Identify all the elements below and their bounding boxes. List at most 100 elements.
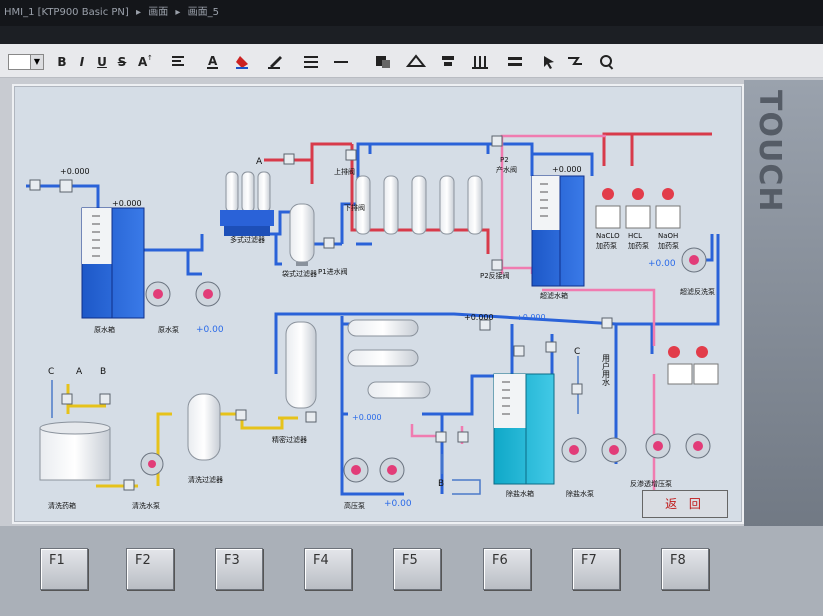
svg-text:↑: ↑ xyxy=(147,54,153,62)
precision-filter xyxy=(285,321,317,409)
flow-value: +0.000 xyxy=(516,313,546,322)
return-button[interactable]: 返 回 xyxy=(642,490,728,518)
line-color-icon[interactable] xyxy=(268,56,282,69)
uf-tank-label: 超滤水箱 xyxy=(540,291,568,300)
valve[interactable] xyxy=(29,135,613,491)
window-titlebar: HMI_1 [KTP900 Basic PN] ▸ 画面 ▸ 画面_5 xyxy=(0,0,823,26)
font-color-icon[interactable]: A xyxy=(207,54,218,69)
svg-text:A: A xyxy=(208,54,218,68)
cleaning-filter xyxy=(187,393,221,461)
level-value: +0.000 xyxy=(552,165,582,174)
pressure-value: +0.00 xyxy=(196,325,224,335)
f6-key[interactable]: F6 xyxy=(483,548,531,590)
demin-pump-label: 除盐水泵 xyxy=(566,489,594,498)
naoh-pump-label: 加药泵 xyxy=(658,241,679,250)
p2-label: P2 xyxy=(500,156,509,164)
layer-order-icon[interactable] xyxy=(376,56,390,68)
breadcrumb-current-screen[interactable]: 画面_5 xyxy=(187,7,219,18)
italic-button[interactable]: I xyxy=(79,55,85,69)
cleaning-filter-label: 清洗过滤器 xyxy=(188,475,223,484)
cleaning-pump-label: 清洗水泵 xyxy=(132,501,160,510)
flow-value: +0.000 xyxy=(464,313,494,322)
pressure-value: +0.00 xyxy=(648,259,676,269)
raw-water-tank-label: 原水箱 xyxy=(94,325,115,334)
fill-color-icon[interactable] xyxy=(236,56,248,69)
cleaning-tank-label: 清洗药箱 xyxy=(48,501,76,510)
font-size-up-icon[interactable]: A↑ xyxy=(138,54,153,69)
bag-filter xyxy=(289,203,315,266)
device-name: HMI_1 [KTP900 Basic PN] xyxy=(4,7,129,18)
naclo-pump-label: 加药泵 xyxy=(596,241,617,250)
inlet-a-label: A xyxy=(256,157,263,167)
multi-media-filter xyxy=(220,171,274,236)
pump[interactable] xyxy=(140,247,711,483)
strikethrough-button[interactable]: S xyxy=(117,55,127,69)
pipe-thin xyxy=(51,356,579,495)
rotate-icon[interactable] xyxy=(405,54,427,67)
lower-drain-valve-label: 下排阀 xyxy=(344,203,365,212)
toolbar-icons: A↑ A xyxy=(138,54,614,70)
ro-membranes xyxy=(347,319,431,399)
bezel-right-strip xyxy=(744,80,823,550)
f7-key[interactable]: F7 xyxy=(572,548,620,590)
uf-backwash-pump-label: 超滤反洗泵 xyxy=(680,287,715,296)
bold-button[interactable]: B xyxy=(57,55,67,69)
ro-booster-pump-label: 反渗透增压泵 xyxy=(630,479,672,488)
line-a-label: A xyxy=(76,367,83,377)
format-toolbar: ▼ B I U S A↑ A xyxy=(0,44,823,78)
bag-filter-label: 袋式过滤器 xyxy=(282,269,317,278)
precision-filter-label: 精密过滤器 xyxy=(272,435,307,444)
hcl-pump-label: 加药泵 xyxy=(628,241,649,250)
high-pressure-pump-label: 高压泵 xyxy=(344,501,365,510)
dosing-tanks xyxy=(595,205,719,385)
flow-value: +0.000 xyxy=(352,413,382,422)
uf-modules xyxy=(355,175,483,235)
breadcrumb-separator: ▸ xyxy=(135,7,142,18)
brand-label: TOUCH xyxy=(752,90,787,213)
p2-backwash-valve-label: P2反接阀 xyxy=(480,271,510,280)
f8-key[interactable]: F8 xyxy=(661,548,709,590)
align-icon[interactable] xyxy=(172,56,184,66)
level-value: +0.000 xyxy=(112,199,142,208)
breadcrumb-separator: ▸ xyxy=(175,7,181,18)
f5-key[interactable]: F5 xyxy=(393,548,441,590)
p1-inlet-valve-label: P1进水阀 xyxy=(318,267,348,276)
font-size-combo[interactable]: ▼ xyxy=(8,54,44,70)
uf-product-tank xyxy=(531,175,585,287)
pump-impeller-icon xyxy=(148,255,703,475)
line-width-icon[interactable] xyxy=(334,61,348,63)
flow-value: +0.000 xyxy=(60,167,90,176)
raw-water-pump-label: 原水泵 xyxy=(158,325,179,334)
raw-water-tank xyxy=(81,207,145,319)
chevron-down-icon[interactable]: ▼ xyxy=(30,55,43,69)
underline-button[interactable]: U xyxy=(97,55,107,69)
naclo-label: NaCLO xyxy=(596,232,620,240)
line-c-label: C xyxy=(48,367,54,377)
pattern-icon[interactable] xyxy=(568,57,582,65)
demin-water-tank xyxy=(493,373,555,485)
line-b-label: B xyxy=(100,367,106,377)
pressure-value: +0.00 xyxy=(384,499,412,509)
naoh-label: NaOH xyxy=(658,232,678,240)
line-c-label: C xyxy=(574,347,580,357)
f3-key[interactable]: F3 xyxy=(215,548,263,590)
pointer-icon[interactable] xyxy=(544,56,554,69)
product-valve-label: 产水阀 xyxy=(496,165,517,174)
f1-key[interactable]: F1 xyxy=(40,548,88,590)
line-b-label: B xyxy=(438,479,444,489)
same-size-icon[interactable] xyxy=(508,57,522,66)
process-diagram: A C A B C B +0.000 +0.000 +0.000 +0.00 +… xyxy=(26,132,720,510)
f2-key[interactable]: F2 xyxy=(126,548,174,590)
hcl-label: HCL xyxy=(628,232,642,240)
breadcrumb-screens[interactable]: 画面 xyxy=(148,7,169,18)
f4-key[interactable]: F4 xyxy=(304,548,352,590)
cleaning-tank xyxy=(39,421,111,481)
distribute-icon[interactable] xyxy=(472,56,488,69)
demin-tank-label: 除盐水箱 xyxy=(506,489,534,498)
line-style-icon[interactable] xyxy=(304,56,318,68)
align-objects-icon[interactable] xyxy=(442,56,454,66)
zoom-icon[interactable] xyxy=(600,55,614,70)
dosing-pump[interactable] xyxy=(602,188,708,358)
svg-text:A: A xyxy=(138,55,148,69)
user-water-label: 用户用水 xyxy=(602,354,611,386)
